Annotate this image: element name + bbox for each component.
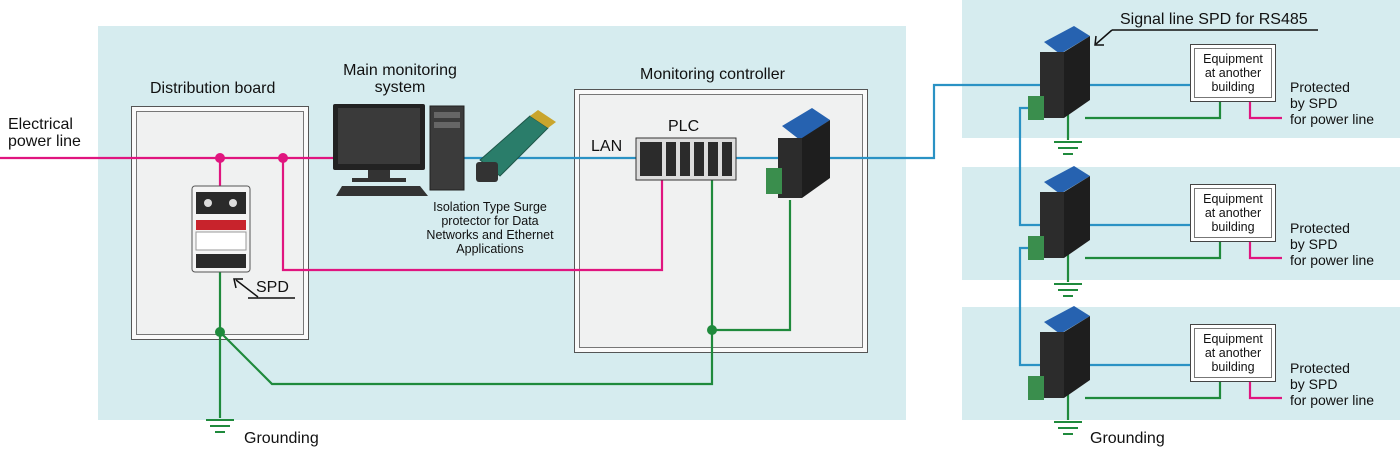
grounding-right-label: Grounding: [1090, 430, 1165, 447]
power-junction-1: [215, 153, 225, 163]
distribution-board-title: Distribution board: [150, 80, 276, 97]
remote-panel-2: [962, 167, 1400, 280]
signal-line-spd-label: Signal line SPD for RS485: [1120, 11, 1308, 28]
signal-spd-remote-2-icon: [1028, 166, 1090, 260]
signal-spd-controller-icon: [766, 108, 830, 198]
signal-spd-remote-1-icon: [1028, 26, 1090, 120]
ground-symbol-r3: [1054, 421, 1082, 435]
remote-panel-3: [962, 307, 1400, 420]
isolation-surge-protector-icon: [476, 110, 556, 182]
signal-lines: [462, 83, 1190, 367]
power-junction-2: [278, 153, 288, 163]
spd-label: SPD: [256, 279, 289, 296]
plc-label: PLC: [668, 118, 700, 135]
isolation-surge-protector-label: Isolation Type Surge protector for Data …: [426, 200, 554, 256]
computer-monitor-icon: [333, 104, 425, 182]
monitoring-controller-title: Monitoring controller: [640, 66, 785, 83]
main-monitoring-title: Main monitoring system: [343, 62, 457, 96]
electrical-power-line-label: Electrical power line: [8, 116, 81, 150]
computer-tower-icon: [429, 105, 465, 191]
signal-spd-pointer-arrow: [1094, 29, 1318, 46]
lan-label: LAN: [591, 138, 623, 155]
grounding-left-label: Grounding: [244, 430, 319, 447]
keyboard-icon: [336, 186, 428, 196]
ground-junction-1: [215, 327, 225, 337]
ground-symbol-left: [206, 419, 234, 433]
plc-unit-icon: [635, 137, 737, 181]
spd-device-icon: [191, 185, 251, 273]
signal-spd-remote-3-icon: [1028, 306, 1090, 400]
ground-lines: [218, 100, 1222, 420]
spd-pointer-arrow: [233, 278, 295, 299]
ground-junction-2: [707, 325, 717, 335]
ground-symbol-r2: [1054, 283, 1082, 297]
ground-symbol-r1: [1054, 141, 1082, 155]
